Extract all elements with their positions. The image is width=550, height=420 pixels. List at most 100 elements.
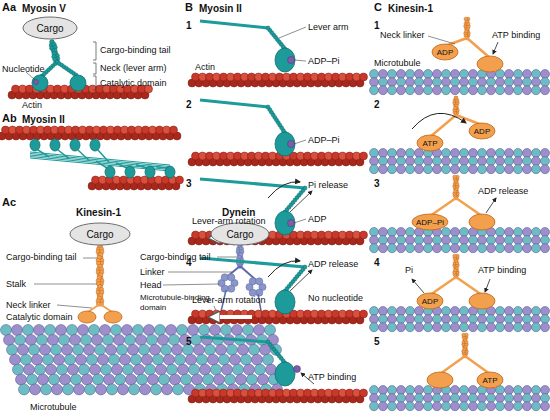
microtubule <box>370 165 379 174</box>
microtubule <box>221 325 232 336</box>
kinesin-head <box>417 293 443 309</box>
microtubule <box>541 307 550 316</box>
microtubule <box>451 386 460 395</box>
microtubule <box>230 354 241 365</box>
part-label: Microtubule <box>30 402 77 413</box>
actin-filament <box>360 73 368 81</box>
microtubule <box>424 165 433 174</box>
microtubule <box>120 354 131 365</box>
microtubule <box>523 228 532 237</box>
microtubule <box>406 157 415 166</box>
kinesin-head <box>453 175 457 179</box>
myosin-ii-head <box>288 57 295 64</box>
myosin-ii-head <box>275 48 295 72</box>
microtubule <box>177 325 188 336</box>
microtubule <box>397 307 406 316</box>
microtubule <box>514 228 523 237</box>
microtubule <box>505 386 514 395</box>
microtubule <box>397 70 406 79</box>
microtubule <box>460 394 469 403</box>
microtubule <box>71 374 82 385</box>
microtubule <box>433 244 442 253</box>
leader-line <box>428 36 455 44</box>
microtubule <box>541 323 550 332</box>
microtubule <box>397 315 406 324</box>
microtubule <box>370 323 379 332</box>
microtubule <box>424 78 433 87</box>
myosin-ii-head <box>200 337 301 386</box>
microtubule <box>460 236 469 245</box>
dynein <box>221 274 228 281</box>
panel-letter: Ac <box>2 197 16 208</box>
microtubule <box>532 86 541 95</box>
microtubule <box>505 149 514 158</box>
part-label: Actin <box>22 100 42 111</box>
actin-filament <box>360 152 368 160</box>
microtubule <box>243 325 254 336</box>
step-number: 4 <box>186 257 192 268</box>
microtubule <box>415 323 424 332</box>
microtubule <box>406 315 415 324</box>
microtubule <box>142 354 153 365</box>
microtubule <box>487 323 496 332</box>
microtubule <box>219 354 230 365</box>
myosin-ii-filament <box>58 150 69 159</box>
microtubule <box>451 157 460 166</box>
microtubule <box>379 165 388 174</box>
myosin-ii-head <box>212 315 252 319</box>
microtubule <box>23 325 34 336</box>
microtubule <box>460 86 469 95</box>
microtubule <box>460 228 469 237</box>
microtubule <box>460 386 469 395</box>
leader-line <box>83 258 97 259</box>
microtubule <box>442 307 451 316</box>
myosin-ii-filament <box>90 139 100 151</box>
myosin-ii-filament <box>125 166 135 178</box>
microtubule <box>505 394 514 403</box>
dynein <box>256 278 263 285</box>
microtubule <box>238 344 249 355</box>
microtubule <box>415 157 424 166</box>
microtubule <box>541 402 550 411</box>
leader-line <box>34 284 97 285</box>
microtubule <box>397 236 406 245</box>
microtubule <box>109 354 120 365</box>
microtubule <box>78 325 89 336</box>
kinesin-head <box>430 277 456 295</box>
part-label: Pi <box>405 265 413 276</box>
microtubule <box>532 78 541 87</box>
nucleotide-label: ATP <box>483 375 498 386</box>
microtubule <box>178 364 189 375</box>
microtubule <box>388 70 397 79</box>
microtubule <box>469 236 478 245</box>
nucleotide-label: ATP <box>423 138 438 149</box>
leader-line <box>93 76 96 90</box>
microtubule <box>101 364 112 375</box>
kinesin-head <box>440 356 465 374</box>
kinesin-head <box>417 254 495 309</box>
microtubule <box>433 394 442 403</box>
microtubule <box>433 157 442 166</box>
microtubule <box>131 354 142 365</box>
microtubule <box>255 364 266 375</box>
step-number: 5 <box>186 336 192 347</box>
microtubule <box>496 228 505 237</box>
microtubule <box>145 364 156 375</box>
microtubule <box>62 344 73 355</box>
kinesin-head <box>430 198 456 216</box>
microtubule <box>370 149 379 158</box>
microtubule <box>379 323 388 332</box>
microtubule <box>460 315 469 324</box>
microtubule <box>505 157 514 166</box>
microtubule <box>541 157 550 166</box>
microtubule <box>388 78 397 87</box>
microtubule <box>18 344 29 355</box>
myosin-ii-filament <box>30 139 40 151</box>
microtubule <box>51 344 62 355</box>
oval-outline <box>23 17 77 39</box>
leader-line <box>93 63 96 74</box>
part-label: ATP binding <box>308 372 356 383</box>
microtubule <box>150 344 161 355</box>
microtubule <box>433 86 442 95</box>
microtubule <box>112 364 123 375</box>
